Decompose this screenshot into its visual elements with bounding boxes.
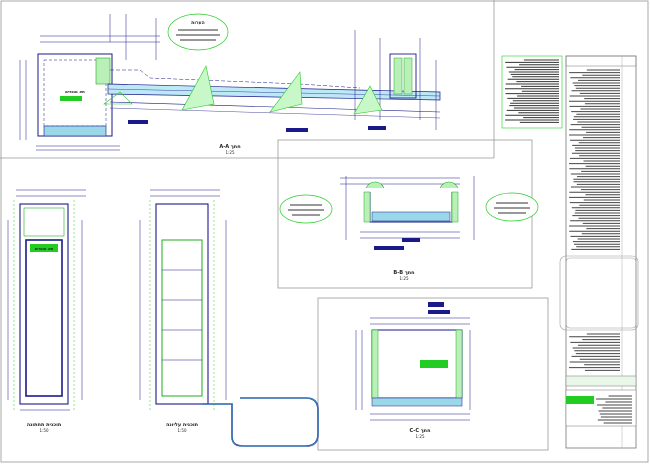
- section-c-drawing: C-C חתך 1:25: [355, 302, 471, 439]
- plan-left-caption: תא מגופים: [35, 246, 54, 251]
- section-b-title: B-B חתך: [393, 270, 414, 276]
- plan-left-scale: 1:50: [40, 428, 49, 433]
- section-a-scale: 1:25: [226, 150, 235, 155]
- title-block: [559, 55, 639, 449]
- general-notes-block: [501, 55, 563, 129]
- plan-mid-scale: 1:50: [178, 428, 187, 433]
- section-a-caption: תא מגופים: [65, 89, 85, 94]
- section-c-title: C-C חתך: [409, 428, 430, 434]
- plan-left-drawing: תא מגופים תוכנית תחתונה 1:50: [7, 189, 86, 433]
- section-c-scale: 1:25: [416, 434, 425, 439]
- section-b-scale: 1:25: [400, 276, 409, 281]
- section-b-drawing: B-B חתך 1:25: [279, 176, 539, 281]
- section-a-note-label: הערות: [191, 21, 204, 26]
- section-a-drawing: הערות A-A חתך 1:25 תא מגופים: [19, 13, 441, 155]
- plan-mid-drawing: תוכנית עליונה 1:50: [139, 189, 319, 447]
- plan-left-title: תוכנית תחתונה: [27, 422, 62, 428]
- section-c-frame: [317, 297, 549, 451]
- plan-mid-title: תוכנית עליונה: [166, 422, 198, 428]
- section-a-title: A-A חתך: [219, 144, 240, 150]
